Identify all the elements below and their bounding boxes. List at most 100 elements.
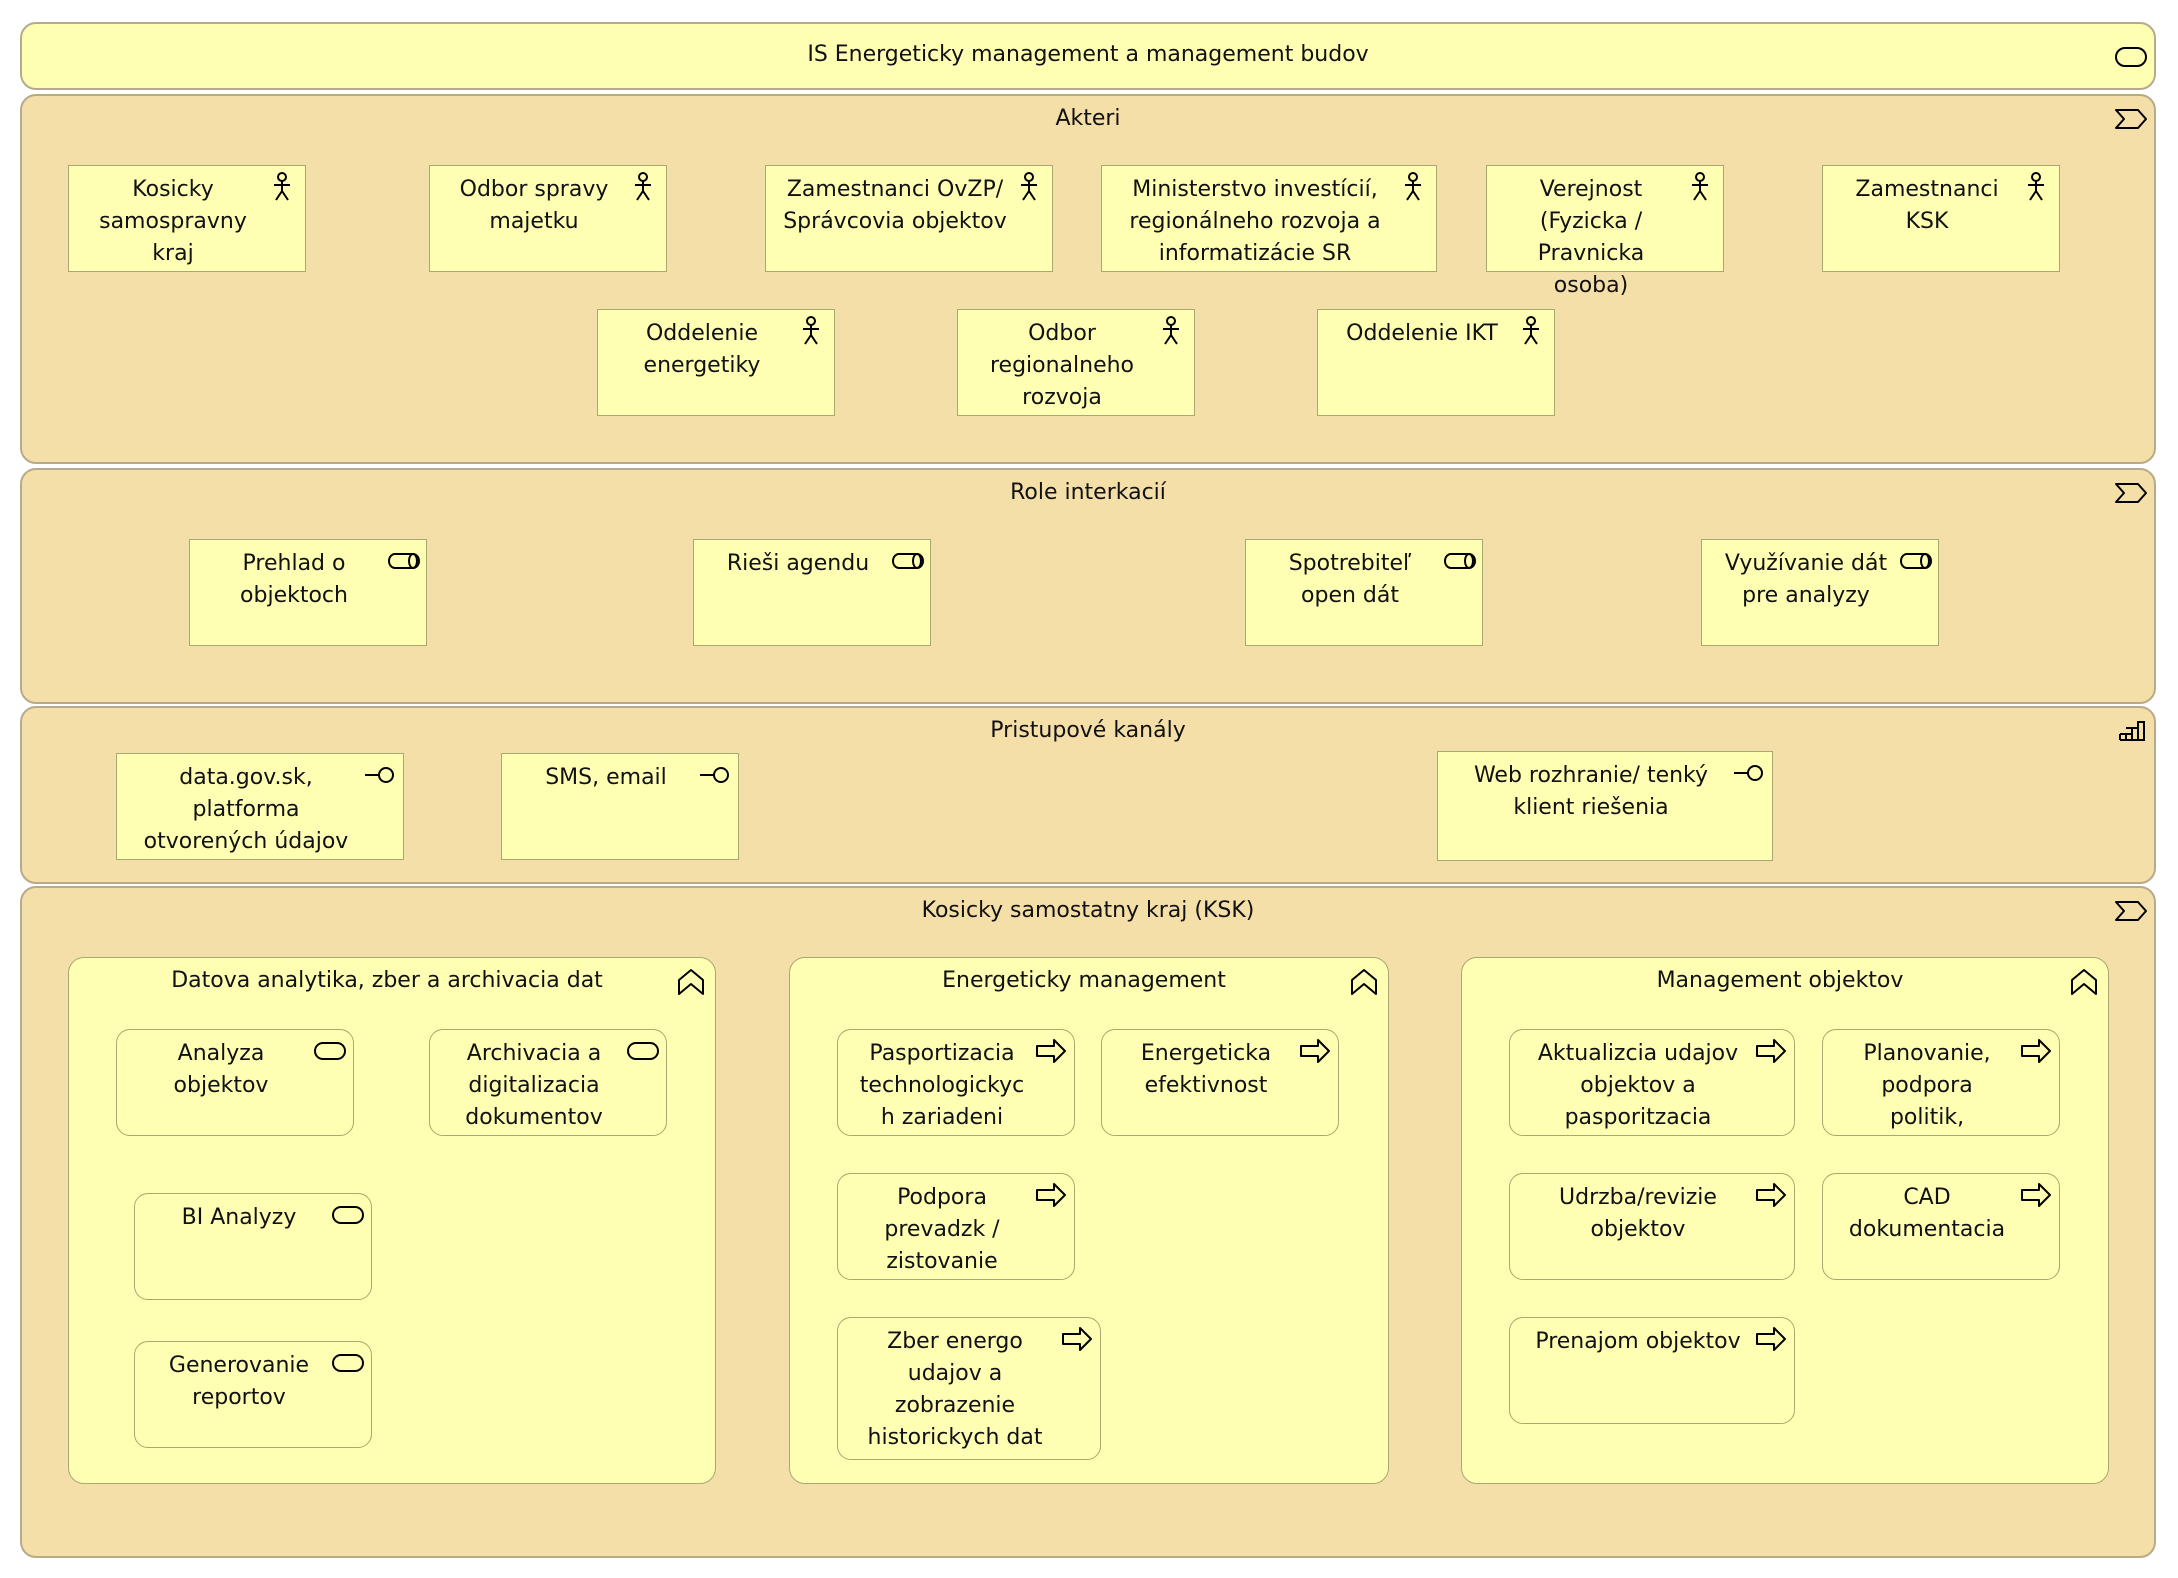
process-arrow-icon bbox=[1034, 1036, 1068, 1066]
service-generovanie-reportov[interactable]: Generovanie reportov bbox=[134, 1341, 372, 1448]
layer-channels-title: Pristupové kanály bbox=[990, 718, 1186, 743]
role-label: Spotrebiteľ open dát bbox=[1288, 551, 1412, 608]
group-title: Management objektov bbox=[1656, 968, 1904, 993]
process-arrow-icon bbox=[2019, 1180, 2053, 1210]
process-zber-energo-udajov[interactable]: Zber energo udajov a zobrazenie historic… bbox=[837, 1317, 1101, 1460]
actor-label: Zamestnanci KSK bbox=[1855, 177, 1999, 234]
service-analyza-objektov[interactable]: Analyza objektov bbox=[116, 1029, 354, 1136]
role-riesi-agendu[interactable]: Rieši agendu bbox=[693, 539, 931, 646]
technology-node-icon bbox=[2114, 718, 2148, 744]
actor-odbor-regionalneho-rozvoja[interactable]: Odbor regionalneho rozvoja bbox=[957, 309, 1195, 416]
role-label: Využívanie dát pre analyzy bbox=[1724, 551, 1888, 608]
value-stream-icon bbox=[2114, 106, 2148, 132]
process-label: Udrzba/revizie objektov bbox=[1559, 1185, 1717, 1242]
process-label: Podpora prevadzk / zistovanie bbox=[884, 1185, 1000, 1274]
actor-oddelenie-ikt[interactable]: Oddelenie IKT bbox=[1317, 309, 1555, 416]
actor-oddelenie-energetiky[interactable]: Oddelenie energetiky bbox=[597, 309, 835, 416]
process-arrow-icon bbox=[1298, 1036, 1332, 1066]
service-icon bbox=[313, 1036, 347, 1066]
channel-data-gov-sk[interactable]: data.gov.sk, platforma otvorených údajov bbox=[116, 753, 404, 860]
actor-zamestnanci-ovzp[interactable]: Zamestnanci OvZP/ Správcovia objektov bbox=[765, 165, 1053, 272]
actor-label: Odbor spravy majetku bbox=[459, 177, 609, 234]
actor-kosicky-samospravny-kraj[interactable]: Kosicky samospravny kraj bbox=[68, 165, 306, 272]
process-podpora-prevadzk[interactable]: Podpora prevadzk / zistovanie bbox=[837, 1173, 1075, 1280]
process-label: Zber energo udajov a zobrazenie historic… bbox=[867, 1329, 1043, 1450]
capability-icon bbox=[675, 966, 707, 998]
process-arrow-icon bbox=[1034, 1180, 1068, 1210]
actor-icon bbox=[794, 316, 828, 346]
service-label: BI Analyzy bbox=[181, 1205, 297, 1230]
service-archivacia[interactable]: Archivacia a digitalizacia dokumentov bbox=[429, 1029, 667, 1136]
role-spotrebitel-open-dat[interactable]: Spotrebiteľ open dát bbox=[1245, 539, 1483, 646]
actor-verejnost[interactable]: Verejnost (Fyzicka / Pravnicka osoba) bbox=[1486, 165, 1724, 298]
layer-actors-title: Akteri bbox=[1055, 106, 1121, 131]
process-prenajom-objektov[interactable]: Prenajom objektov bbox=[1509, 1317, 1795, 1424]
role-label: Prehlad o objektoch bbox=[240, 551, 348, 608]
actor-zamestnanci-ksk[interactable]: Zamestnanci KSK bbox=[1822, 165, 2060, 272]
process-arrow-icon bbox=[2019, 1036, 2053, 1066]
process-label: Aktualizcia udajov objektov a pasporitza… bbox=[1537, 1041, 1739, 1130]
actor-icon bbox=[2019, 172, 2053, 202]
actor-icon bbox=[1514, 316, 1548, 346]
actor-icon bbox=[1683, 172, 1717, 202]
actor-icon bbox=[1154, 316, 1188, 346]
group-title: Datova analytika, zber a archivacia dat bbox=[171, 968, 603, 993]
system-title: IS Energeticky management a management b… bbox=[807, 42, 1369, 67]
process-aktualizacia-udajov[interactable]: Aktualizcia udajov objektov a pasporitza… bbox=[1509, 1029, 1795, 1136]
actor-label: Zamestnanci OvZP/ Správcovia objektov bbox=[783, 177, 1007, 234]
process-label: Energeticka efektivnost bbox=[1140, 1041, 1272, 1098]
capability-icon bbox=[2068, 966, 2100, 998]
value-stream-icon bbox=[2114, 898, 2148, 924]
layer-roles-title: Role interkacií bbox=[1010, 480, 1166, 505]
channel-label: Web rozhranie/ tenký klient riešenia bbox=[1473, 763, 1709, 820]
value-stream-icon bbox=[2114, 480, 2148, 506]
process-udrzba-revizie[interactable]: Udrzba/revizie objektov bbox=[1509, 1173, 1795, 1280]
actor-odbor-spravy-majetku[interactable]: Odbor spravy majetku bbox=[429, 165, 667, 272]
process-pasportizacia[interactable]: Pasportizacia technologickyc h zariadeni bbox=[837, 1029, 1075, 1136]
role-vyuzivanie-dat[interactable]: Využívanie dát pre analyzy bbox=[1701, 539, 1939, 646]
actor-label: Verejnost (Fyzicka / Pravnicka osoba) bbox=[1537, 177, 1645, 298]
service-bi-analyzy[interactable]: BI Analyzy bbox=[134, 1193, 372, 1300]
actor-label: Odbor regionalneho rozvoja bbox=[989, 321, 1135, 410]
actor-label: Oddelenie energetiky bbox=[643, 321, 761, 378]
process-label: Pasportizacia technologickyc h zariadeni bbox=[859, 1041, 1025, 1130]
channel-label: data.gov.sk, platforma otvorených údajov bbox=[143, 765, 349, 854]
service-icon bbox=[331, 1200, 365, 1230]
role-icon bbox=[1442, 546, 1476, 576]
channel-sms-email[interactable]: SMS, email bbox=[501, 753, 739, 860]
service-icon bbox=[626, 1036, 660, 1066]
interface-icon bbox=[698, 760, 732, 790]
group-title: Energeticky management bbox=[942, 968, 1226, 993]
service-icon bbox=[331, 1348, 365, 1378]
capability-icon bbox=[1348, 966, 1380, 998]
actor-icon bbox=[265, 172, 299, 202]
process-cad-dokumentacia[interactable]: CAD dokumentacia bbox=[1822, 1173, 2060, 1280]
interface-icon bbox=[363, 760, 397, 790]
actor-label: Ministerstvo investícií, regionálneho ro… bbox=[1129, 177, 1381, 266]
application-icon bbox=[2114, 44, 2148, 70]
process-arrow-icon bbox=[1754, 1324, 1788, 1354]
layer-ksk-title: Kosicky samostatny kraj (KSK) bbox=[921, 898, 1255, 923]
service-label: Analyza objektov bbox=[173, 1041, 269, 1098]
process-label: CAD dokumentacia bbox=[1848, 1185, 2006, 1242]
process-arrow-icon bbox=[1754, 1180, 1788, 1210]
actor-icon bbox=[1012, 172, 1046, 202]
channel-label: SMS, email bbox=[545, 765, 667, 790]
system-band[interactable]: IS Energeticky management a management b… bbox=[20, 22, 2156, 90]
actor-icon bbox=[626, 172, 660, 202]
interface-icon bbox=[1732, 758, 1766, 788]
actor-label: Oddelenie IKT bbox=[1346, 321, 1498, 346]
process-label: Planovanie, podpora politik, bbox=[1863, 1041, 1991, 1130]
process-planovanie[interactable]: Planovanie, podpora politik, bbox=[1822, 1029, 2060, 1136]
actor-ministerstvo[interactable]: Ministerstvo investícií, regionálneho ro… bbox=[1101, 165, 1437, 272]
actor-icon bbox=[1396, 172, 1430, 202]
service-label: Generovanie reportov bbox=[168, 1353, 310, 1410]
role-icon bbox=[1898, 546, 1932, 576]
process-energeticka-efektivnost[interactable]: Energeticka efektivnost bbox=[1101, 1029, 1339, 1136]
process-arrow-icon bbox=[1754, 1036, 1788, 1066]
role-prehlad-o-objektoch[interactable]: Prehlad o objektoch bbox=[189, 539, 427, 646]
channel-web-rozhranie[interactable]: Web rozhranie/ tenký klient riešenia bbox=[1437, 751, 1773, 861]
role-icon bbox=[386, 546, 420, 576]
process-arrow-icon bbox=[1060, 1324, 1094, 1354]
